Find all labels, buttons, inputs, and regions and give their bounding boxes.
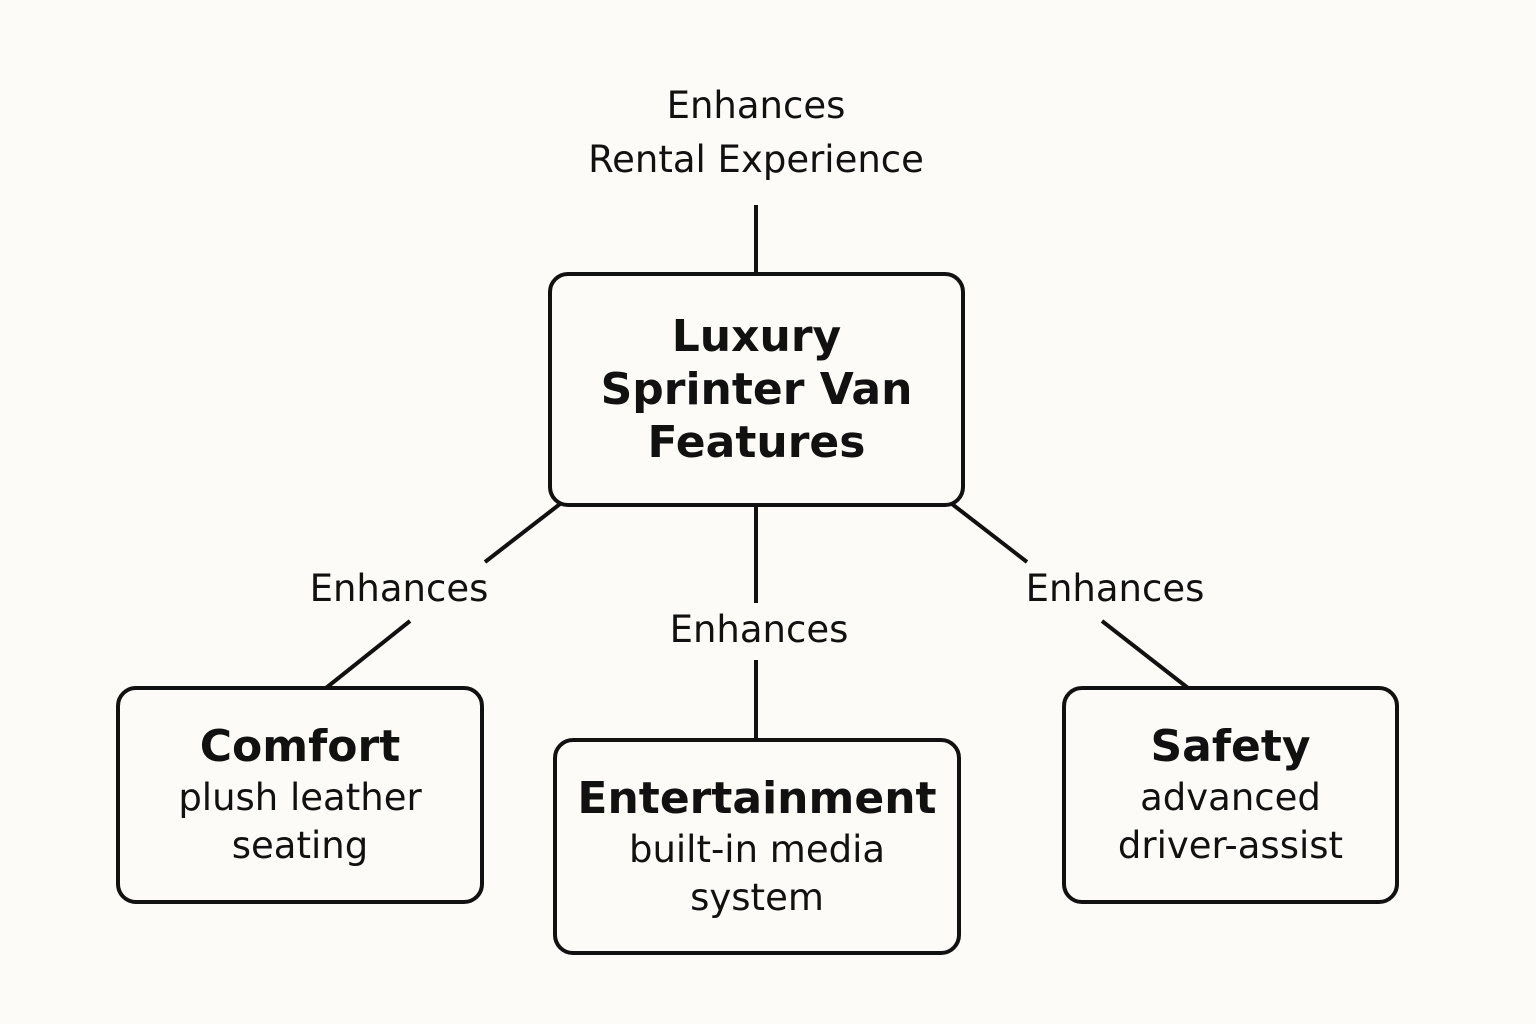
- node-comfort: Comfort plush leather seating: [116, 686, 484, 904]
- central-node-title: Luxury Sprinter Van Features: [600, 311, 913, 468]
- edge-label-left: Enhances: [309, 567, 489, 610]
- connector-right-lower: [1100, 619, 1190, 690]
- node-comfort-title: Comfort: [199, 721, 401, 772]
- central-node: Luxury Sprinter Van Features: [548, 272, 965, 507]
- edge-label-middle: Enhances: [669, 608, 849, 651]
- node-comfort-description: plush leather seating: [178, 776, 422, 867]
- connector-right-upper: [950, 502, 1029, 564]
- node-safety-description: advanced driver-assist: [1117, 776, 1344, 867]
- connector-left-upper: [483, 502, 562, 564]
- top-label: Enhances Rental Experience: [588, 84, 924, 181]
- node-entertainment-title: Entertainment: [577, 772, 937, 824]
- connector-left-lower: [324, 619, 412, 690]
- edge-label-right: Enhances: [1025, 567, 1205, 610]
- node-entertainment: Entertainment built-in media system: [553, 738, 961, 955]
- node-safety: Safety advanced driver-assist: [1062, 686, 1399, 904]
- node-safety-title: Safety: [1150, 721, 1311, 772]
- node-entertainment-description: built-in media system: [628, 827, 886, 919]
